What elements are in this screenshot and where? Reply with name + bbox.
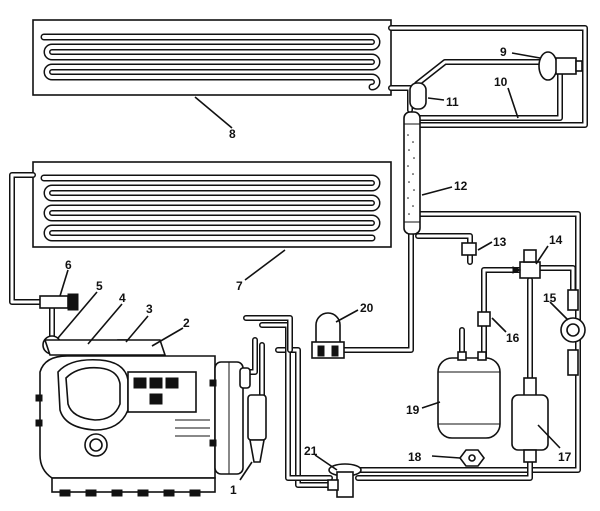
component-12 bbox=[403, 111, 421, 235]
callout-18: 18 bbox=[408, 450, 422, 464]
component-16 bbox=[477, 311, 491, 327]
component-18 bbox=[459, 449, 485, 467]
callout-2: 2 bbox=[183, 316, 190, 330]
callout-1: 1 bbox=[230, 483, 237, 497]
callout-labels: 1 2 3 4 5 6 7 8 9 10 11 12 13 14 15 16 1… bbox=[65, 45, 572, 497]
component-19 bbox=[437, 351, 501, 439]
callout-15: 15 bbox=[543, 291, 557, 305]
component-13 bbox=[461, 242, 477, 256]
component-20 bbox=[311, 312, 345, 359]
component-17 bbox=[511, 377, 549, 463]
callout-5: 5 bbox=[96, 279, 103, 293]
callout-4: 4 bbox=[119, 291, 126, 305]
compressor-feet bbox=[59, 489, 201, 497]
leader-lines bbox=[57, 52, 569, 481]
compressor bbox=[35, 339, 244, 497]
callout-7: 7 bbox=[236, 279, 243, 293]
component-12-stipple bbox=[407, 134, 415, 215]
callout-16: 16 bbox=[506, 331, 520, 345]
callout-3: 3 bbox=[146, 302, 153, 316]
callout-14: 14 bbox=[549, 233, 563, 247]
upper-coil bbox=[32, 19, 392, 96]
callout-13: 13 bbox=[493, 235, 507, 249]
upper-coil-tubes bbox=[40, 33, 381, 91]
callout-11: 11 bbox=[446, 95, 459, 109]
callout-6: 6 bbox=[65, 258, 72, 272]
component-1 bbox=[239, 367, 267, 463]
component-21 bbox=[327, 463, 362, 498]
component-6 bbox=[39, 293, 79, 311]
callout-20: 20 bbox=[360, 301, 374, 315]
callout-19: 19 bbox=[406, 403, 420, 417]
callout-21: 21 bbox=[304, 444, 318, 458]
component-15 bbox=[560, 289, 586, 376]
component-9 bbox=[538, 51, 583, 81]
callout-8: 8 bbox=[229, 127, 236, 141]
callout-12: 12 bbox=[454, 179, 468, 193]
callout-10: 10 bbox=[494, 75, 508, 89]
component-11 bbox=[409, 82, 427, 110]
lower-coil-tubes bbox=[40, 174, 381, 242]
callout-9: 9 bbox=[500, 45, 507, 59]
callout-17: 17 bbox=[558, 450, 572, 464]
component-14 bbox=[512, 249, 541, 279]
lower-coil bbox=[32, 161, 392, 248]
